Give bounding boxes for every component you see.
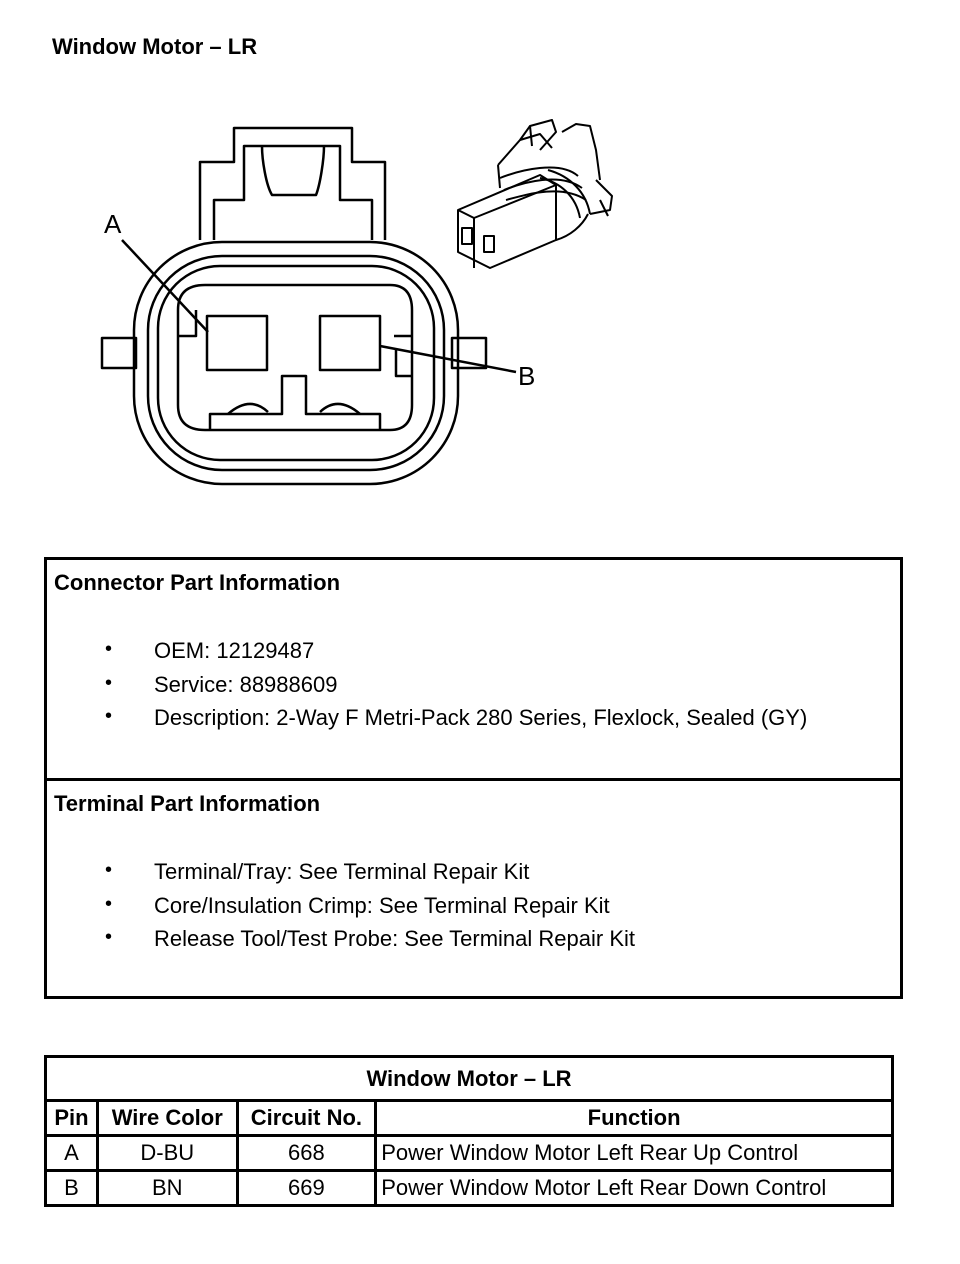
part-information-box: Connector Part Information • OEM: 121294… [44, 557, 903, 999]
leader-line-a [121, 239, 209, 333]
column-header-circuit-no: Circuit No. [235, 1099, 378, 1137]
pin-cell: B [44, 1169, 99, 1207]
leader-line-b [379, 344, 517, 374]
list-item-text: Release Tool/Test Probe: See Terminal Re… [154, 926, 635, 951]
terminal-cavity-b [318, 314, 382, 372]
pin-b-label: B [518, 361, 535, 391]
bullet-icon: • [105, 892, 113, 915]
connector-part-info-section: Connector Part Information • OEM: 121294… [47, 560, 900, 781]
bullet-icon: • [105, 859, 113, 881]
wire-color-cell: BN [95, 1169, 239, 1207]
column-header-function: Function [374, 1099, 894, 1137]
latch-housing [198, 126, 387, 240]
pin-table: Window Motor – LR Pin Wire Color Circuit… [44, 1055, 894, 1207]
left-tab [100, 336, 138, 370]
right-tab [450, 336, 488, 370]
function-cell: Power Window Motor Left Rear Up Control [374, 1134, 894, 1172]
list-item-text: Terminal/Tray: See Terminal Repair Kit [154, 859, 530, 884]
table-row: B BN 669 Power Window Motor Left Rear Do… [44, 1169, 894, 1207]
bullet-icon: • [105, 705, 113, 727]
connector-diagram: A B [100, 119, 613, 486]
function-cell: Power Window Motor Left Rear Down Contro… [374, 1169, 894, 1207]
list-item-text: Core/Insulation Crimp: See Terminal Repa… [154, 892, 610, 918]
connector-body-outer [132, 240, 460, 486]
connector-part-info-heading: Connector Part Information [54, 570, 341, 595]
list-item-text: OEM: 12129487 [154, 638, 315, 663]
terminal-part-info-section: Terminal Part Information • Terminal/Tra… [47, 781, 900, 996]
list-item-text: Description: 2-Way F Metri-Pack 280 Seri… [154, 705, 808, 730]
bullet-icon: • [105, 671, 113, 694]
circuit-no-cell: 669 [235, 1169, 378, 1207]
terminal-cavity-a [205, 314, 269, 372]
column-header-pin: Pin [44, 1099, 99, 1137]
table-row: A D-BU 668 Power Window Motor Left Rear … [44, 1134, 894, 1172]
connector-cavity [176, 283, 414, 432]
connector-isometric-view [457, 119, 613, 269]
bullet-icon: • [105, 926, 113, 948]
list-item-text: Service: 88988609 [154, 671, 338, 697]
page-title: Window Motor – LR [52, 34, 258, 59]
wire-color-cell: D-BU [95, 1134, 239, 1172]
bullet-icon: • [105, 638, 113, 660]
pin-a-label: A [104, 209, 122, 239]
polarity-key [208, 374, 382, 430]
pin-table-header-row: Pin Wire Color Circuit No. Function [44, 1099, 894, 1137]
terminal-part-info-heading: Terminal Part Information [54, 791, 321, 816]
column-header-wire-color: Wire Color [95, 1099, 239, 1137]
circuit-no-cell: 668 [235, 1134, 378, 1172]
pin-cell: A [44, 1134, 99, 1172]
pin-table-title: Window Motor – LR [44, 1055, 894, 1102]
